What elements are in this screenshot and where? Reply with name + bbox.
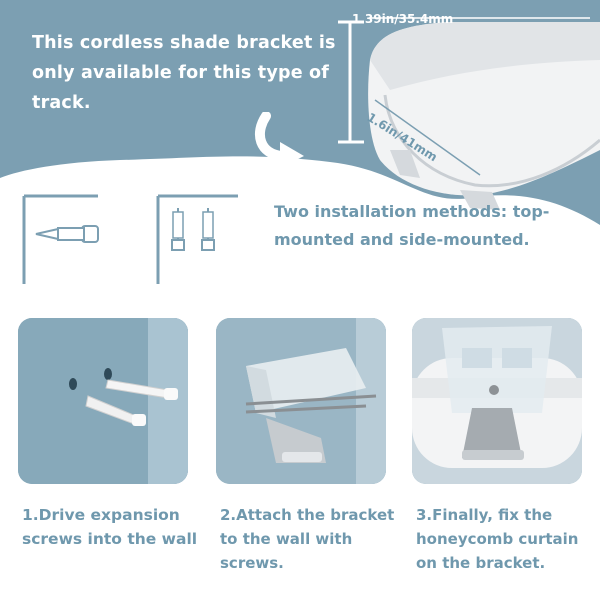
- width-dimension-label: 1.39in/35.4mm: [352, 12, 454, 26]
- side-mount-icon: [22, 194, 99, 284]
- step-2-caption: 2.Attach the bracket to the wall with sc…: [220, 506, 395, 572]
- curved-arrow-icon: [254, 112, 304, 167]
- track-illustration: [338, 17, 600, 210]
- installation-methods-text: Two installation methods: top-mounted an…: [274, 202, 550, 249]
- step-3-caption: 3.Finally, fix the honeycomb curtain on …: [416, 506, 579, 572]
- top-mount-icon: [156, 194, 238, 284]
- step-2-photo: [216, 318, 386, 484]
- step-3-photo: [412, 318, 582, 484]
- installation-method-icons: [22, 194, 238, 284]
- headline: This cordless shade bracket is only avai…: [32, 33, 336, 113]
- step-1-photo: [18, 318, 188, 484]
- step-1-caption: 1.Drive expansion screws into the wall: [22, 506, 198, 548]
